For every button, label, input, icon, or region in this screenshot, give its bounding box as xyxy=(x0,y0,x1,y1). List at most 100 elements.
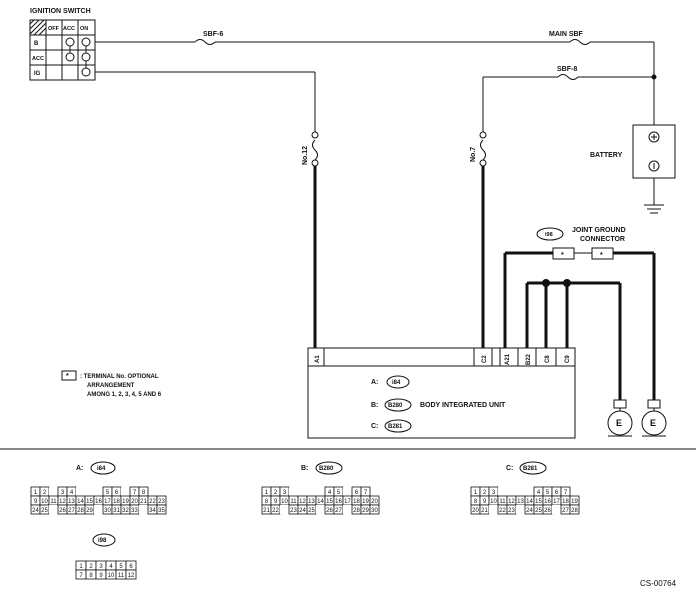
conn-c-id: B281 xyxy=(523,466,538,472)
pin-number: 2 xyxy=(89,564,93,570)
pin-b22-label: B22 xyxy=(526,353,532,365)
pin-number: 20 xyxy=(472,508,479,514)
pin-cell xyxy=(307,487,316,496)
pin-number: 2 xyxy=(274,490,278,496)
pin-number: 3 xyxy=(99,564,103,570)
diagram-code: CS-00764 xyxy=(640,579,677,588)
pin-number: 14 xyxy=(77,499,84,505)
pin-number: 14 xyxy=(317,499,324,505)
upper-wires xyxy=(95,39,664,214)
pin-number: 7 xyxy=(133,490,137,496)
ground-e-left xyxy=(607,399,633,437)
pin-cell xyxy=(94,505,103,514)
pin-number: 4 xyxy=(537,490,541,496)
pin-number: 10 xyxy=(490,499,497,505)
conn-c-oval xyxy=(519,461,547,475)
pin-number: 13 xyxy=(308,499,315,505)
pin-number: 5 xyxy=(106,490,110,496)
pin-number: 2 xyxy=(483,490,487,496)
pin-number: 33 xyxy=(131,508,138,514)
fuse-main-sbf-label: MAIN SBF xyxy=(549,31,584,38)
conn-i98-id: i98 xyxy=(98,538,107,544)
pin-number: 4 xyxy=(109,564,113,570)
pin-number: 17 xyxy=(344,499,351,505)
pin-number: 10 xyxy=(108,573,115,579)
pin-number: 6 xyxy=(129,564,133,570)
unit-conn-a-prefix: A: xyxy=(371,379,378,386)
ground-e-right-label: E xyxy=(650,418,656,428)
pin-number: 29 xyxy=(362,508,369,514)
junction-c8-dot xyxy=(542,279,550,287)
pin-number: 10 xyxy=(41,499,48,505)
pin-number: 24 xyxy=(299,508,306,514)
pin-number: 3 xyxy=(61,490,65,496)
pin-number: 22 xyxy=(149,499,156,505)
pin-number: 16 xyxy=(335,499,342,505)
unit-conn-b-prefix: B: xyxy=(371,402,378,409)
pin-number: 11 xyxy=(118,573,125,579)
pin-cell xyxy=(156,504,167,515)
pin-number: 11 xyxy=(50,499,57,505)
pin-number: 27 xyxy=(335,508,342,514)
pin-number: 23 xyxy=(158,499,165,505)
fuse-sbf8-label: SBF-8 xyxy=(557,66,577,73)
pin-cell xyxy=(49,487,58,496)
row-b-label: B xyxy=(34,41,39,47)
pin-cell xyxy=(125,569,137,580)
unit-conn-a-id: i84 xyxy=(392,380,401,386)
fuse-no12-label: No.12 xyxy=(302,146,309,165)
pin-number: 7 xyxy=(79,573,83,579)
pin-number: 23 xyxy=(290,508,297,514)
pin-number: 28 xyxy=(77,508,84,514)
pin-number: 30 xyxy=(104,508,111,514)
battery-symbol xyxy=(632,124,676,179)
pin-number: 31 xyxy=(113,508,120,514)
pin-number: 14 xyxy=(526,499,533,505)
pin-number: 2 xyxy=(43,490,47,496)
pin-number: 26 xyxy=(59,508,66,514)
joint-ground-id: i98 xyxy=(545,232,553,238)
pin-number: 9 xyxy=(34,499,38,505)
row-ig-label: IG xyxy=(34,71,41,77)
pin-number: 17 xyxy=(553,499,560,505)
joint-ground-label-2: CONNECTOR xyxy=(580,236,625,243)
pin-number: 11 xyxy=(290,499,297,505)
pin-number: 1 xyxy=(79,564,83,570)
pin-number: 5 xyxy=(546,490,550,496)
note-line-3: AMONG 1, 2, 3, 4, 5 AND 6 xyxy=(87,392,162,398)
pin-cell xyxy=(49,505,58,514)
pin-number: 32 xyxy=(122,508,129,514)
pin-cell xyxy=(289,487,298,496)
pin-number: 9 xyxy=(99,573,103,579)
pin-cell xyxy=(525,487,534,496)
pin-number: 16 xyxy=(544,499,551,505)
conn-c-prefix: C: xyxy=(506,465,513,472)
unit-conn-b-oval xyxy=(384,398,412,412)
pin-cell xyxy=(489,505,498,514)
joint-ground-star-left: * xyxy=(561,252,564,259)
pin-number: 1 xyxy=(34,490,38,496)
conn-b-prefix: B: xyxy=(301,465,308,472)
pin-cell xyxy=(516,487,525,496)
pin-a1-label: A1 xyxy=(315,355,321,363)
pin-number: 4 xyxy=(328,490,332,496)
pin-number: 23 xyxy=(508,508,515,514)
pin-number: 6 xyxy=(355,490,359,496)
pin-number: 21 xyxy=(263,508,270,514)
conn-a-prefix: A: xyxy=(76,465,83,472)
pin-number: 1 xyxy=(265,490,269,496)
unit-conn-b-id: B280 xyxy=(388,403,403,409)
pin-number: 26 xyxy=(544,508,551,514)
pin-number: 19 xyxy=(122,499,129,505)
conn-b-id: B280 xyxy=(319,466,334,472)
pin-cell xyxy=(121,487,130,496)
pin-number: 10 xyxy=(281,499,288,505)
col-on-label: ON xyxy=(80,26,88,32)
pin-number: 8 xyxy=(89,573,93,579)
pin-c8-label: C8 xyxy=(545,355,551,363)
pin-number: 9 xyxy=(483,499,487,505)
pin-number: 21 xyxy=(140,499,147,505)
